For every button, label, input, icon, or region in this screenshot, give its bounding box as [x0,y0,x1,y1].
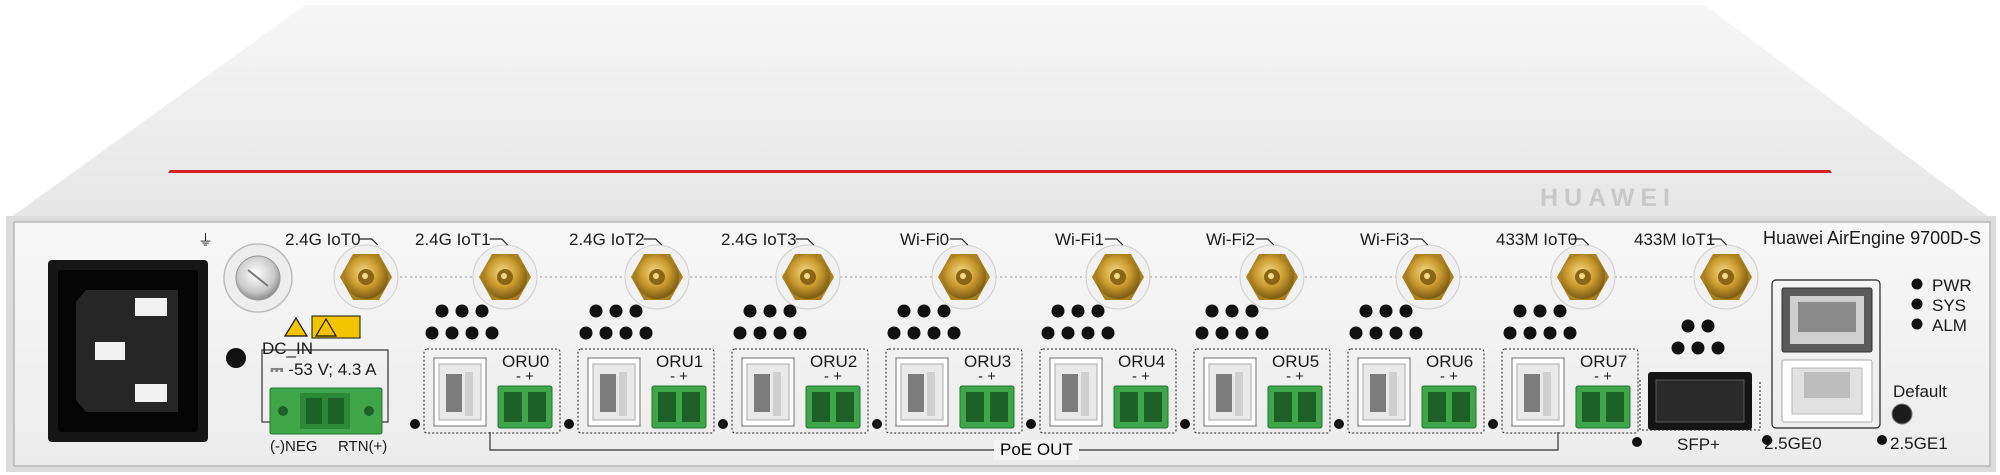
led-pwr-label: PWR [1932,276,1972,295]
antenna-connector [333,244,399,310]
antenna-connector [1085,244,1151,310]
oru-polarity-label: - + [824,368,842,385]
poe-out-label: PoE OUT [994,440,1079,460]
antenna-label: 2.4G IoT3 [721,230,797,249]
oru-port-label: ORU4 [1118,352,1166,371]
oru-port-label: ORU0 [502,352,550,371]
led-sys-label: SYS [1932,296,1967,315]
oru-polarity-label: - + [516,368,534,385]
oru-port-group[interactable] [1180,304,1331,434]
brand-logo: HUAWEI [1540,184,1676,212]
ge-port-0-label: 2.5GE0 [1764,434,1822,453]
ge-ports[interactable] [1762,278,1923,446]
oru-port-label: ORU7 [1580,352,1628,371]
oru-port-label: ORU5 [1272,352,1320,371]
antenna-connector [1693,244,1759,310]
oru-port-group[interactable] [1026,304,1177,434]
oru-polarity-label: - + [670,368,688,385]
antenna-label: 433M IoT1 [1634,230,1716,249]
dc-rating: ⎓ -53 V; 4.3 A [270,360,377,379]
antenna-connector [1395,244,1461,310]
antenna-label: Wi-Fi1 [1055,230,1105,249]
oru-port-group[interactable] [1488,304,1639,434]
accent-stripe [168,170,1832,173]
oru-port-label: ORU1 [656,352,704,371]
led-alm-label: ALM [1932,316,1967,335]
oru-port-group[interactable] [564,304,715,434]
oru-polarity-label: - + [1286,368,1304,385]
antenna-connector [931,244,997,310]
oru-port-group[interactable] [718,304,869,434]
sfp-port[interactable] [1632,319,1761,448]
model-label: Huawei AirEngine 9700D-S [1763,228,1982,248]
oru-port-group[interactable] [410,304,561,434]
antenna-connector [1550,244,1616,310]
oru-port-group[interactable] [1334,304,1485,434]
oru-polarity-label: - + [1132,368,1150,385]
antenna-label: Wi-Fi3 [1360,230,1410,249]
default-label: Default [1893,382,1947,401]
neg-label: (-)NEG [270,438,318,455]
antenna-label: 2.4G IoT2 [569,230,645,249]
dc-title: DC_IN [262,339,314,358]
ge-port-1-label: 2.5GE1 [1890,434,1948,453]
oru-port-label: ORU3 [964,352,1012,371]
oru-polarity-label: - + [1594,368,1612,385]
ground-symbol: ⏚ [198,232,214,249]
oru-polarity-label: - + [978,368,996,385]
antenna-connector [775,244,841,310]
sfp-label: SFP+ [1677,435,1720,454]
oru-port-label: ORU2 [810,352,858,371]
antenna-label: 433M IoT0 [1496,230,1578,249]
antenna-connector [624,244,690,310]
antenna-label: Wi-Fi0 [900,230,950,249]
oru-port-label: ORU6 [1426,352,1474,371]
oru-port-group[interactable] [872,304,1023,434]
antenna-connector [472,244,538,310]
antenna-label: Wi-Fi2 [1206,230,1256,249]
oru-polarity-label: - + [1440,368,1458,385]
antenna-label: 2.4G IoT1 [415,230,491,249]
chassis-top [10,5,1990,218]
antenna-label: 2.4G IoT0 [285,230,361,249]
rtn-label: RTN(+) [338,438,388,455]
antenna-connector [1239,244,1305,310]
